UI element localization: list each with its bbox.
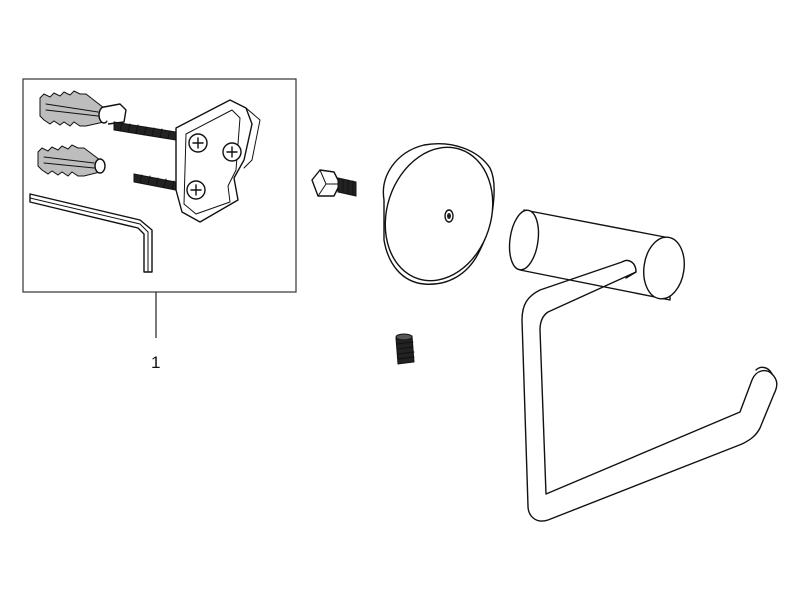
hex-key-icon bbox=[29, 193, 153, 273]
round-base-plate-icon bbox=[382, 143, 495, 285]
callout-number: 1 bbox=[151, 353, 160, 372]
wall-plug-icon bbox=[39, 90, 127, 127]
hex-bolt-icon bbox=[311, 169, 357, 197]
callout-1: 1 bbox=[151, 292, 160, 372]
toilet-roll-holder-arm-icon bbox=[508, 209, 778, 522]
grub-screw-icon bbox=[395, 333, 415, 365]
wall-plug-icon bbox=[37, 144, 106, 177]
mounting-bracket-icon bbox=[175, 99, 261, 223]
